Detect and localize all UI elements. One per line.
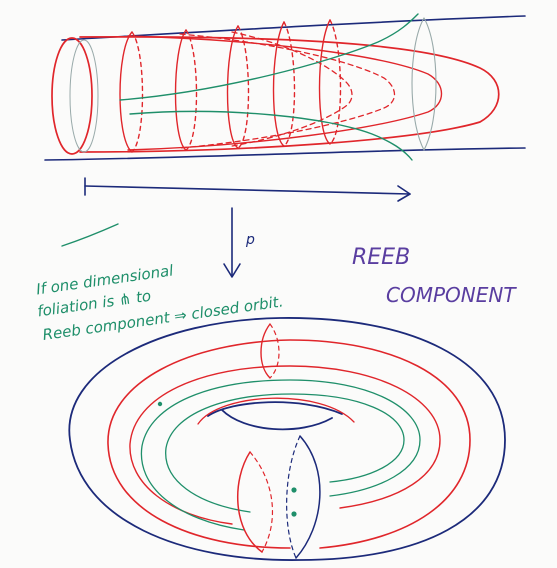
torus-green-leaf-2 xyxy=(166,394,404,512)
torus-figure xyxy=(69,318,505,560)
torus-meridian-front xyxy=(238,452,262,552)
torus-hole-bottom xyxy=(222,410,332,429)
title-line-1: REEB xyxy=(352,245,410,270)
torus-meridian-front-back xyxy=(250,452,272,552)
projection-arrow xyxy=(224,208,240,277)
cylinder-left-cap-inner xyxy=(70,40,98,152)
torus-meridian-top xyxy=(261,324,270,378)
projection-label: p xyxy=(245,232,255,248)
torus-meridian-blue-back xyxy=(287,436,300,558)
direction-arrow xyxy=(85,178,410,201)
orbit-point-3 xyxy=(158,402,162,406)
torus-meridian-top-back xyxy=(270,324,279,378)
torus-red-leaf-inner xyxy=(130,366,440,524)
torus-red-leaf-outer xyxy=(108,340,470,548)
green-stroke xyxy=(62,224,118,246)
title-line-2: COMPONENT xyxy=(386,283,517,307)
torus-meridian-blue xyxy=(296,436,320,558)
cylinder-figure xyxy=(45,14,525,160)
cylinder-left-cap xyxy=(52,38,92,154)
cylinder-bottom-edge xyxy=(45,148,525,160)
green-curve-top xyxy=(120,14,418,100)
orbit-point-2 xyxy=(291,511,296,516)
cylinder-right-slice xyxy=(412,18,436,150)
orbit-point-1 xyxy=(291,487,296,492)
note: If one dimensional foliation is ⋔ to Ree… xyxy=(33,247,284,344)
